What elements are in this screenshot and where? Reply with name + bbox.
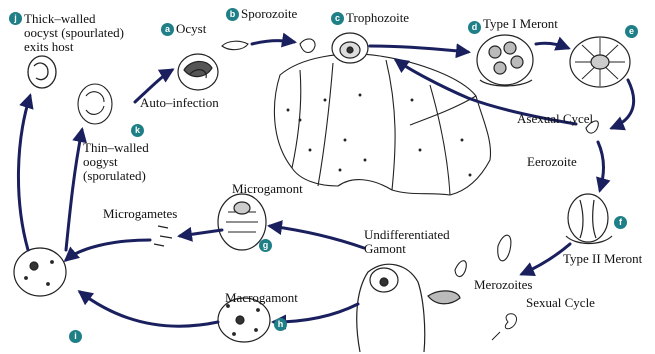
gamete-fusion-illustration xyxy=(492,314,517,340)
merozoites-illustration xyxy=(455,235,511,276)
label-trophozoite: Trophozoite xyxy=(346,11,409,25)
label-sexual-cycle: Sexual Cycle xyxy=(526,296,595,310)
stage-badge-b: b xyxy=(226,8,239,21)
thin-walled-oocyst-illustration xyxy=(78,84,112,124)
stage-badge-h: h xyxy=(274,318,287,331)
label-ocyst: Ocyst xyxy=(176,22,206,36)
stage-badge-a: a xyxy=(161,23,174,36)
oocyst-illustration xyxy=(178,54,218,90)
label-type-ii-meront: Type II Meront xyxy=(563,252,642,266)
thick-walled-oocyst-illustration xyxy=(28,56,56,88)
type-i-meront-illustration xyxy=(477,35,533,86)
stage-badge-d: d xyxy=(468,21,481,34)
stage-badge-k: k xyxy=(131,124,144,137)
microgametes-illustration xyxy=(154,226,172,246)
label-asexual-cycle: Asexual Cycel xyxy=(517,112,593,126)
label-microgametes: Microgametes xyxy=(103,207,177,221)
stage-badge-i: i xyxy=(69,330,82,343)
stage-badge-g: g xyxy=(259,239,272,252)
label-eerozoite: Eerozoite xyxy=(527,155,577,169)
mature-meront-illustration xyxy=(570,37,630,87)
label-merozoites: Merozoites xyxy=(474,278,532,292)
label-sporozoite: Sporozoite xyxy=(241,7,297,21)
label-undifferentiated-gamont: Undifferentiated Gamont xyxy=(364,228,450,256)
stage-badge-c: c xyxy=(331,12,344,25)
trophozoite-illustration xyxy=(332,33,368,63)
host-intestinal-tissue xyxy=(274,54,490,195)
stage-badge-f: f xyxy=(614,216,627,229)
zygote-illustration xyxy=(14,248,66,296)
label-type-i-meront: Type I Meront xyxy=(483,17,558,31)
type-ii-meront-illustration xyxy=(566,194,612,244)
label-thick-walled-oocyst: Thick–walled oocyst (spourlated) exits h… xyxy=(24,12,124,54)
label-auto-infection: Auto–infection xyxy=(140,96,219,110)
stage-badge-e: e xyxy=(625,25,638,38)
label-microgamont: Microgamont xyxy=(232,182,303,196)
undifferentiated-gamont-illustration xyxy=(357,264,460,352)
label-macrogamont: Macrogamont xyxy=(225,291,298,305)
cycle-arrows xyxy=(18,41,633,327)
label-thin-walled-oocyst: Thin–walled oogyst (sporulated) xyxy=(83,141,149,183)
stage-badge-j: j xyxy=(9,12,22,25)
